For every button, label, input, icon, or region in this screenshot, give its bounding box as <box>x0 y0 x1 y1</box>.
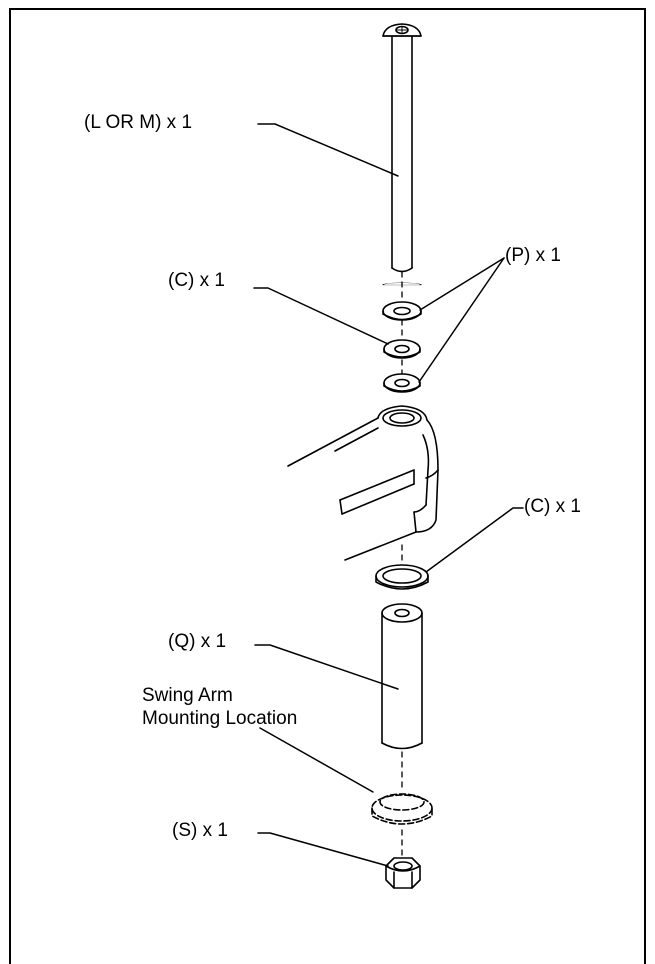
leader-nut <box>257 832 389 867</box>
leader-lines <box>253 123 524 867</box>
washer-c-small <box>383 339 421 359</box>
leader-washer-c <box>253 287 389 345</box>
diagram-frame <box>9 8 646 964</box>
label-swing-arm-line2: Mounting Location <box>142 708 298 729</box>
leader-spacer <box>254 644 399 690</box>
washer-p-1 <box>382 301 422 321</box>
label-nut-s: (S) x 1 <box>172 820 228 841</box>
leader-washer-p-2 <box>418 257 505 383</box>
leader-mounting <box>259 727 374 793</box>
label-bolt: (L OR M) x 1 <box>84 112 193 133</box>
bushing-c <box>375 564 429 590</box>
mounting-location-ring <box>371 793 433 825</box>
bolt-part <box>382 23 422 286</box>
leader-washer-p-1 <box>419 257 505 311</box>
label-bushing-c: (C) x 1 <box>524 496 581 517</box>
nut-s <box>385 857 421 889</box>
label-washer-p: (P) x 1 <box>505 245 561 266</box>
label-washer-c-top: (C) x 1 <box>168 270 225 291</box>
washer-p-2 <box>383 373 421 393</box>
leader-bushing <box>425 507 524 573</box>
swing-arm-body <box>287 405 439 561</box>
label-spacer-q: (Q) x 1 <box>168 631 227 652</box>
label-swing-arm-mounting: Swing Arm Mounting Location <box>142 684 297 730</box>
leader-bolt <box>257 123 399 177</box>
label-swing-arm-line1: Swing Arm <box>142 685 233 706</box>
spacer-q <box>381 603 423 750</box>
